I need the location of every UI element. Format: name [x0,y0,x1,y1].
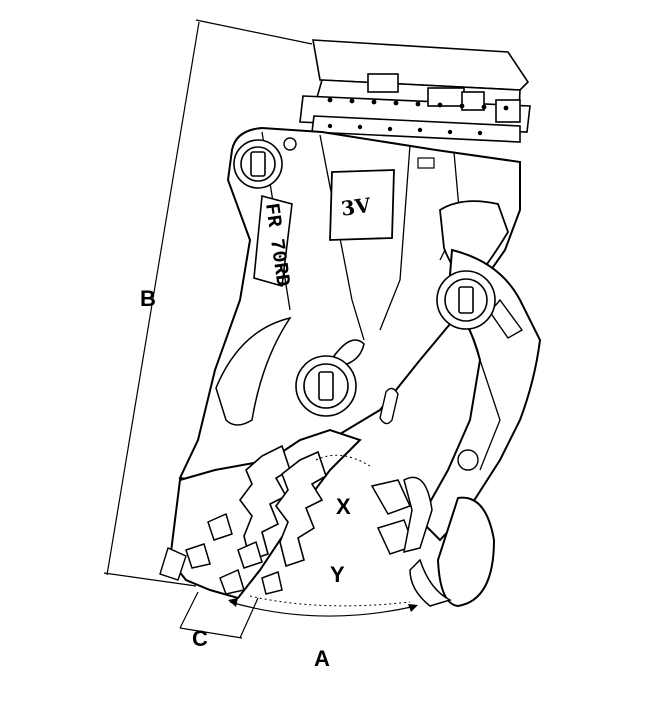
opening-y-arc [249,595,411,607]
dimension-c-extension-left [179,591,199,629]
dimension-c-label: C [192,626,208,651]
hydraulic-block-center [427,87,465,107]
dimension-x-label: X [336,494,351,519]
dimension-b-label: B [140,286,156,311]
fixed-jaw-cutters [185,512,283,595]
jaw-wheel [436,496,496,608]
top-plate [312,39,530,91]
upper-pin-boss [233,139,283,189]
body-edge-inner [379,144,411,331]
model-plate: FR 70RD [253,194,294,288]
cutter-tip-1 [207,512,233,541]
dimension-b-bottom-extension [103,572,197,587]
central-pivot [295,355,357,417]
dimension-a [229,601,417,617]
dimension-b [103,19,313,587]
dimension-c-extension-right [239,597,259,639]
movable-cutter-upper [370,479,412,515]
body-cutout-lower [215,316,292,426]
crushing-teeth-inner [239,444,327,568]
mounting-head [299,39,531,143]
dimension-a-arrow-left [228,598,238,607]
cutter-tip-3 [237,540,263,569]
fixed-jaw-side-plate [159,547,187,581]
hydraulic-block-left [367,73,399,93]
mounting-bolts [327,97,509,136]
dimension-a-label: A [314,646,330,671]
grease-nipple-icon [283,137,297,151]
cutter-tip-5 [261,570,283,595]
dimension-c-line [179,627,243,639]
jaw-tip-lower [409,558,453,607]
brand-logo: 3V [340,193,373,221]
dimension-a-arrow-right [408,604,418,612]
hydraulic-fitting [495,99,521,123]
serial-tag [417,157,435,169]
jaw-arm-edge [469,329,501,471]
movable-jaw-tip [403,476,433,554]
jaw-arm-pin [457,449,479,471]
dimension-a-line [229,601,417,617]
dimension-y-label: Y [330,562,345,587]
cutter-tip-2 [185,543,211,569]
dimension-b-top-extension [195,19,313,45]
lower-plate [311,115,521,143]
dimension-c [179,591,259,639]
hydraulic-block-right [461,91,485,111]
movable-jaw-cutters [370,476,433,555]
opening-x-arc [315,454,371,467]
brand-logo-plate: 3V [329,169,395,241]
body-slot [379,387,399,425]
cylinder-pivot [436,270,496,330]
cutter-tip-4 [219,568,245,595]
tooth-row-right [275,450,327,568]
dimension-b-line [106,21,200,576]
